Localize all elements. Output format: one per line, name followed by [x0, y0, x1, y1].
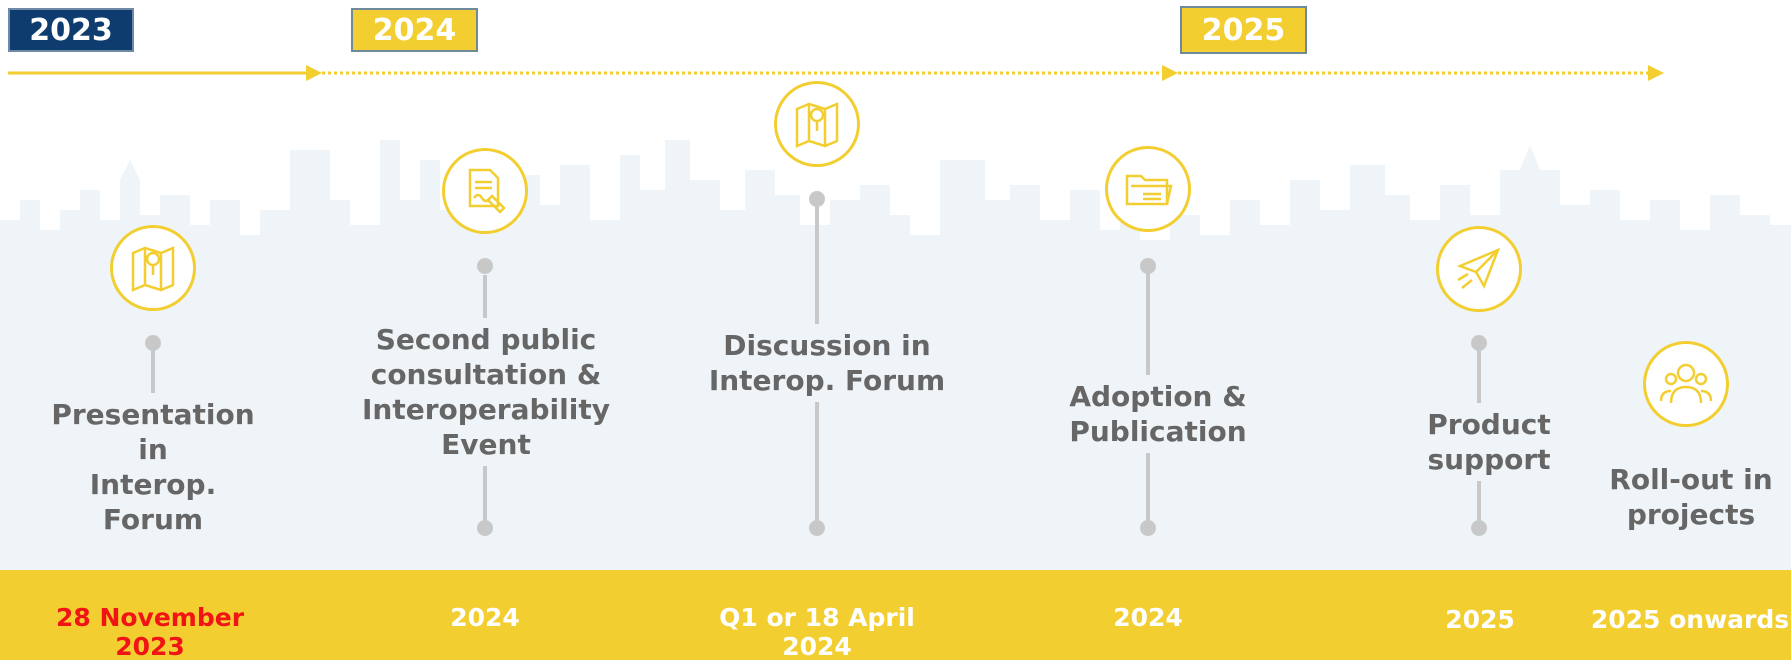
milestone-date: 2024 — [1048, 603, 1248, 632]
year-2025-header: 2025 — [1180, 6, 1307, 54]
milestone-dot-top — [1140, 258, 1156, 274]
milestone-label: Adoption & Publication — [1023, 375, 1293, 453]
milestone-date-text: 28 November 2023 — [55, 603, 245, 661]
milestone-date: 2025 onwards — [1589, 605, 1791, 634]
milestone-dot-top — [1471, 335, 1487, 351]
paper-plane-icon — [1436, 226, 1522, 312]
milestone-dot-bottom — [1140, 520, 1156, 536]
milestone-date-text: Q1 or 18 April 2024 — [719, 603, 915, 661]
milestone-label-text: Product support — [1427, 408, 1551, 476]
milestone-date: 28 November 2023 — [40, 603, 260, 661]
milestone-dot-bottom — [809, 520, 825, 536]
milestone-label: Presentation in Interop. Forum — [28, 393, 278, 541]
people-icon — [1643, 341, 1729, 427]
milestone-label: Product support — [1400, 403, 1578, 481]
date-band — [0, 570, 1791, 660]
year-2024-header: 2024 — [351, 8, 478, 52]
milestone-date-text: 2024 — [450, 603, 520, 632]
milestone-label: Discussion in Interop. Forum — [689, 324, 965, 402]
map-pin-icon — [774, 81, 860, 167]
folder-icon — [1105, 146, 1191, 232]
milestone-date-text: 2025 onwards — [1590, 605, 1790, 634]
milestone-date-text: 2024 — [1113, 603, 1183, 632]
milestone-label: Roll-out in projects — [1591, 458, 1791, 536]
milestone-date: 2025 — [1400, 605, 1560, 634]
milestone-label-text: Roll-out in projects — [1609, 463, 1773, 531]
milestone-dot-top — [145, 335, 161, 351]
timeline-arrow — [8, 65, 1664, 81]
milestone-date: 2024 — [385, 603, 585, 632]
map-pin-icon — [110, 225, 196, 311]
milestone-label-text: Adoption & Publication — [1069, 380, 1247, 448]
milestone-date: Q1 or 18 April 2024 — [697, 603, 937, 661]
milestone-dot-bottom — [1471, 520, 1487, 536]
milestone-label-text: Presentation in Interop. Forum — [51, 398, 255, 536]
milestone-dot-top — [809, 191, 825, 207]
milestone-dot-bottom — [477, 520, 493, 536]
milestone-label: Second public consultation & Interoperab… — [348, 318, 624, 466]
year-2023-header: 2023 — [8, 8, 134, 52]
document-signing-icon — [442, 148, 528, 234]
milestone-label-text: Discussion in Interop. Forum — [708, 329, 946, 397]
milestone-dot-top — [477, 258, 493, 274]
milestone-label-text: Second public consultation & Interoperab… — [362, 323, 610, 461]
milestone-date-text: 2025 — [1445, 605, 1515, 634]
